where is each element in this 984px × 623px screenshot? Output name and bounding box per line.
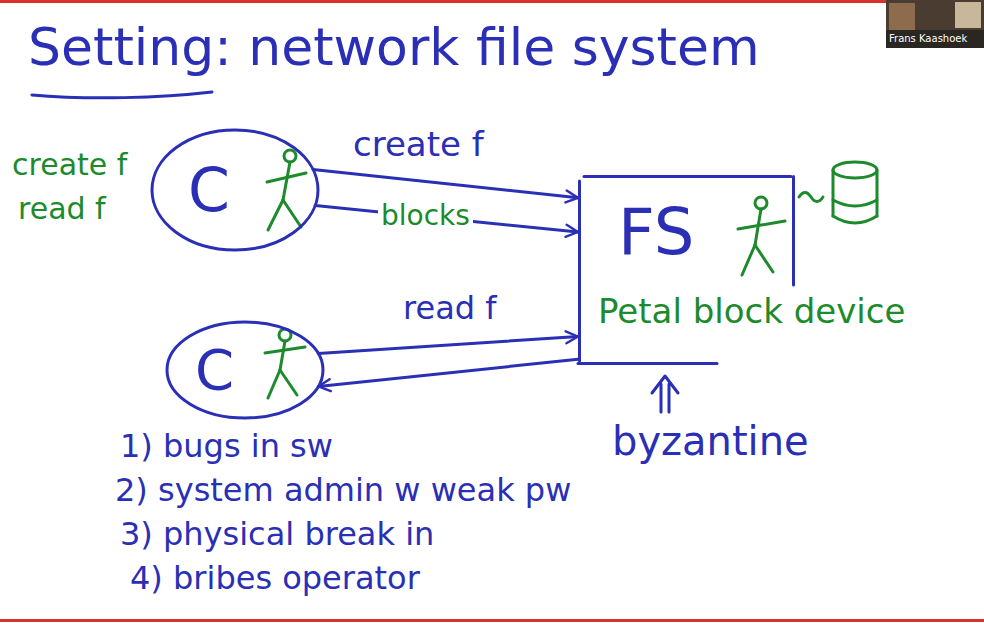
figure-body (283, 162, 290, 200)
fault-label: byzantine (612, 418, 809, 464)
node-text: C (195, 339, 234, 401)
tilde-mark (799, 193, 823, 202)
slide-border (0, 619, 984, 622)
webcam-shelf (889, 3, 915, 31)
threat-item: 2) system admin w weak pw (115, 472, 571, 509)
disk-band (833, 200, 877, 206)
box-border (584, 175, 791, 178)
server-box: FS (578, 175, 795, 365)
figure-head (284, 150, 296, 162)
connector-arrow (318, 337, 578, 354)
stick-figure (738, 197, 785, 275)
threat-item: 4) bribes operator (130, 560, 420, 597)
figure-leg (755, 245, 773, 272)
slide-title: Setting: network file system (28, 18, 760, 78)
figure-leg (742, 245, 755, 275)
figure-leg (268, 370, 280, 398)
connector-group (313, 169, 578, 386)
up-arrow (652, 376, 678, 412)
device-label: Petal block device (598, 292, 905, 331)
connector-arrow (318, 359, 578, 386)
figure-arms (738, 221, 785, 229)
disk-symbol (799, 162, 877, 223)
node-outline (150, 128, 320, 252)
slide-border (0, 0, 984, 3)
connector-label: read f (400, 290, 500, 327)
client-circle: C (165, 320, 325, 420)
figure-leg (268, 200, 283, 230)
disk-side (876, 170, 879, 216)
threat-item: 3) physical break in (120, 516, 434, 553)
webcam-background (886, 0, 984, 48)
arrow-shaft (660, 384, 663, 412)
arrow-shaft (668, 384, 671, 412)
node-text: FS (618, 197, 694, 267)
figure-arms (265, 347, 305, 353)
node-outline (165, 320, 325, 420)
node-text: C (188, 157, 230, 223)
figure-head (755, 197, 767, 209)
figure-leg (283, 200, 301, 227)
figure-arms (267, 173, 306, 182)
circle-outline (152, 130, 318, 250)
title-underline (32, 92, 212, 98)
webcam-name: Frans Kaashoek (889, 33, 967, 45)
webcam-thumbnail (886, 0, 984, 48)
disk-bottom (833, 216, 877, 223)
client-circle: C (150, 128, 320, 252)
box-border (578, 181, 581, 361)
figure-body (280, 341, 285, 370)
connector-label: create f (350, 125, 487, 164)
disk-side (832, 170, 835, 216)
connector-label: blocks (378, 200, 473, 232)
webcam-window (955, 2, 981, 28)
stick-figure (267, 150, 306, 230)
webcam-caption-bar (886, 30, 984, 48)
threat-item: 1) bugs in sw (120, 428, 333, 465)
box-border (792, 177, 795, 286)
client-op: read f (18, 192, 106, 227)
disk-top (833, 162, 877, 178)
figure-leg (280, 370, 297, 395)
client-op: create f (12, 148, 127, 183)
arrow-head (652, 376, 678, 393)
box-border (578, 362, 717, 365)
circle-outline (167, 322, 323, 418)
connector-arrow (313, 169, 578, 197)
stick-figure (265, 329, 305, 398)
